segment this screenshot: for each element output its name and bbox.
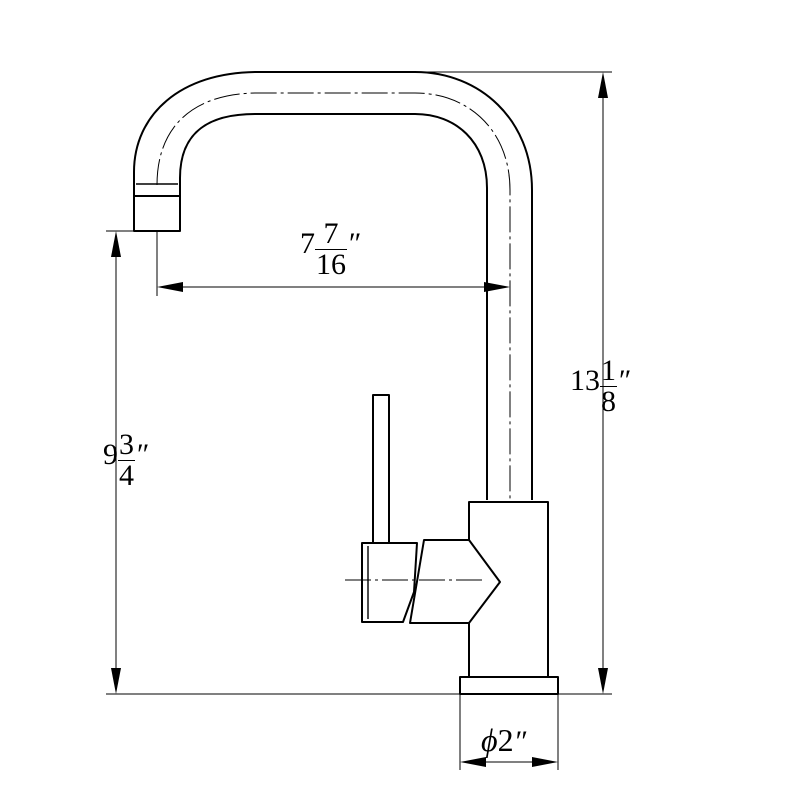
spout-centerline: [156, 92, 511, 690]
dimension-line-spout-reach: [157, 282, 510, 292]
spout-reach-whole: 7: [300, 227, 315, 261]
inch-mark: ″: [513, 725, 527, 758]
body-cartridge-neck: [409, 539, 501, 624]
spout-reach-numerator: 7: [315, 219, 347, 250]
base-diameter-value: 2: [497, 722, 514, 758]
inch-mark: ″: [135, 438, 148, 472]
diameter-symbol: ϕ: [481, 722, 498, 758]
arrowhead: [157, 282, 183, 292]
arrowhead: [111, 231, 121, 257]
body-base-ring: [459, 676, 559, 695]
spout-reach-denominator: 16: [316, 248, 346, 281]
arrowhead: [532, 757, 558, 767]
spout-outer-edge: [133, 71, 533, 500]
arrowhead: [598, 72, 608, 98]
total-height-denominator: 8: [601, 385, 616, 418]
arrowhead: [111, 668, 121, 694]
handle-lever-rod: [372, 394, 390, 544]
spout-inner-edge: [179, 113, 488, 500]
handle-hub: [361, 542, 418, 623]
dimension-line-base-diameter: [460, 757, 558, 767]
base-diameter-label: ϕ2″: [481, 724, 526, 757]
spout-height-numerator: 3: [118, 428, 135, 461]
spout-height-denominator: 4: [119, 459, 134, 492]
arrowhead: [598, 668, 608, 694]
arrowhead: [460, 757, 486, 767]
dimension-line-spout-height: [111, 231, 121, 694]
inch-mark: ″: [347, 227, 360, 261]
spout-height-whole: 9: [103, 438, 118, 472]
arrowhead: [484, 282, 510, 292]
faucet-spout: [133, 71, 533, 690]
inch-mark: ″: [617, 364, 630, 398]
extension-lines: [106, 71, 612, 770]
total-height-numerator: 1: [600, 354, 617, 387]
spout-aerator-tip: [133, 195, 181, 232]
dimension-line-height-total: [598, 72, 608, 694]
faucet-handle: [361, 394, 418, 623]
total-height-whole: 13: [570, 364, 600, 398]
faucet-body: [345, 501, 559, 695]
